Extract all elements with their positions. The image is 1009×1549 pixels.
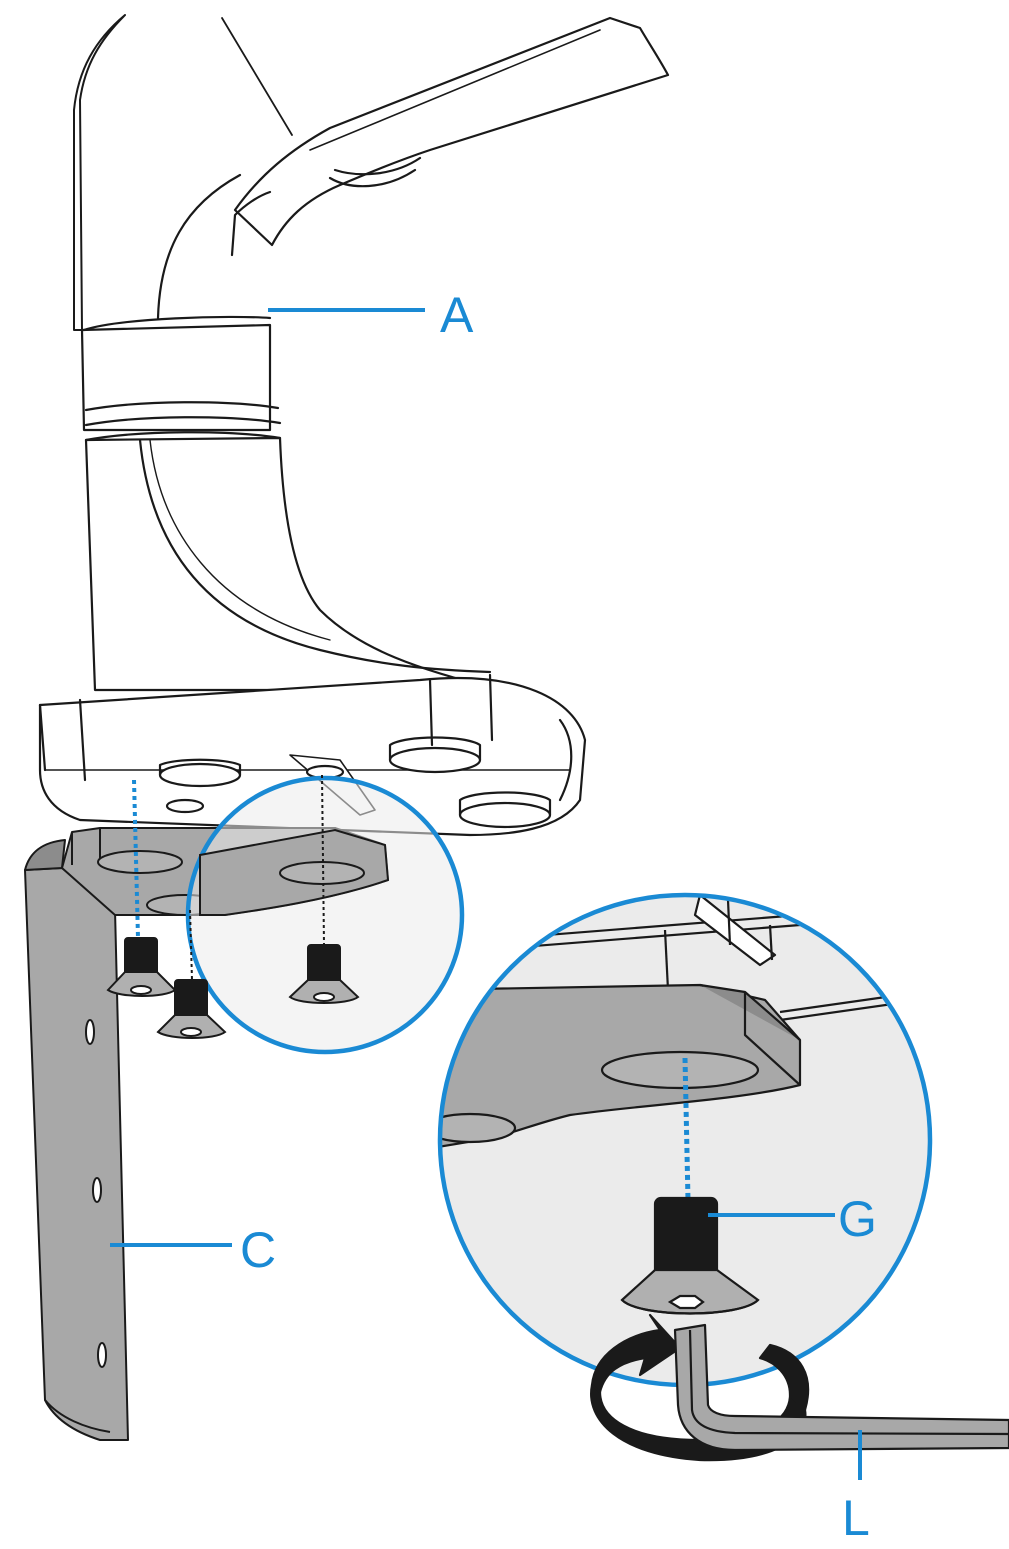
screws-small xyxy=(106,937,360,1039)
allen-key-icon xyxy=(673,1323,1009,1452)
label-g: G xyxy=(838,1191,877,1247)
leader-lines xyxy=(110,308,862,1480)
alignment-lines-small xyxy=(132,774,325,981)
label-a: A xyxy=(440,287,474,343)
detail-callout-small xyxy=(185,775,465,1055)
monitor-arm-part-a xyxy=(38,14,670,837)
label-c: C xyxy=(240,1222,276,1278)
screw-part-g xyxy=(620,1057,760,1315)
label-l: L xyxy=(842,1490,870,1546)
